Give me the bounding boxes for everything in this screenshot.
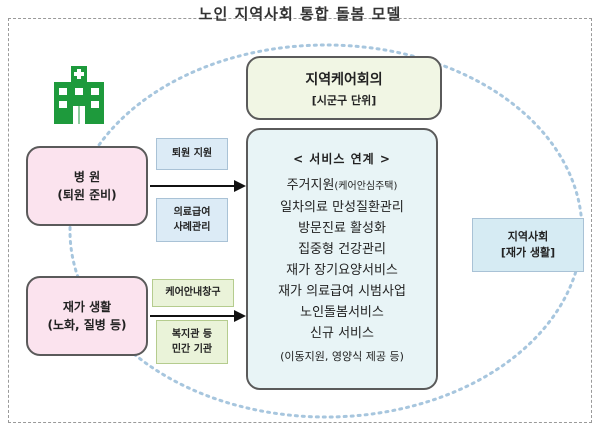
care-window-text: 케어안내창구	[165, 287, 221, 299]
service-item: 주거지원(케어안심주택)	[248, 175, 436, 197]
community-care-meeting-box: 지역케어회의 [시군구 단위]	[246, 56, 442, 120]
home-life-label: 재가 생활	[62, 300, 112, 314]
welfare-center-text: 복지관 등	[171, 328, 213, 340]
service-link-box: < 서비스 연계 > 주거지원(케어안심주택) 일차의료 만성질환관리 방문진료…	[246, 128, 438, 390]
service-link-header: < 서비스 연계 >	[293, 152, 391, 166]
hospital-label: 병 원	[73, 170, 101, 184]
diagram-title: 노인 지역사회 통합 돌봄 모델	[198, 5, 402, 23]
service-note: (이동지원, 영양식 제공 등)	[280, 350, 404, 363]
service-item-main: 주거지원	[286, 178, 335, 193]
service-item: 신규 서비스	[310, 326, 374, 341]
service-item: 재가 의료급여 시범사업	[278, 284, 406, 299]
service-item: 재가 장기요양서비스	[286, 263, 398, 278]
service-item-sub: (케어안심주택)	[334, 181, 398, 192]
outer-frame	[8, 18, 592, 423]
service-item: 방문진료 활성화	[298, 221, 386, 236]
welfare-center-label: 복지관 등 민간 기관	[156, 320, 228, 364]
home-life-sublabel: (노화, 질병 등)	[47, 318, 127, 332]
service-item: 집중형 건강관리	[298, 242, 386, 257]
care-meeting-title: 지역케어회의	[305, 71, 383, 88]
arrowhead-home	[234, 310, 246, 322]
care-meeting-sub: [시군구 단위]	[311, 93, 377, 107]
arrowhead-hospital	[234, 180, 246, 192]
home-life-box: 재가 생활 (노화, 질병 등)	[26, 276, 148, 356]
care-window-label: 케어안내창구	[152, 279, 234, 307]
hospital-building-icon	[54, 66, 104, 124]
community-label: 지역사회	[507, 230, 549, 244]
medical-aid-case-label: 의료급여 사례관리	[156, 198, 228, 242]
hospital-sublabel: (퇴원 준비)	[57, 188, 117, 202]
medical-aid-text: 의료급여	[173, 206, 211, 218]
community-sublabel: [재가 생활]	[500, 246, 556, 259]
discharge-support-text: 퇴원 지원	[171, 148, 213, 160]
service-item: 일차의료 만성질환관리	[280, 200, 404, 215]
discharge-support-label: 퇴원 지원	[156, 138, 228, 170]
community-box: 지역사회 [재가 생활]	[472, 218, 584, 272]
private-institution-text: 민간 기관	[171, 344, 213, 355]
case-management-text: 사례관리	[173, 222, 211, 233]
hospital-box: 병 원 (퇴원 준비)	[26, 146, 148, 226]
service-item: 노인돌봄서비스	[300, 305, 384, 320]
